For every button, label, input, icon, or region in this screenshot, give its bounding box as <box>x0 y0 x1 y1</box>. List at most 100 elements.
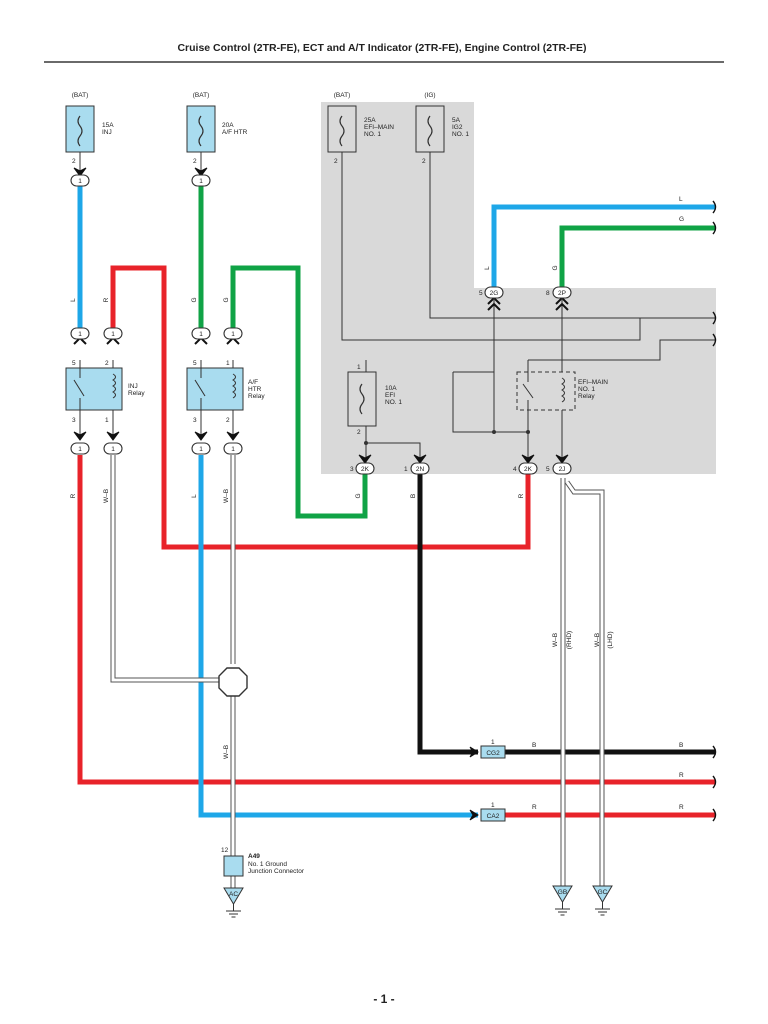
relay-inj-pin-1: 1 <box>105 417 109 424</box>
pin-2k-right: 4 <box>513 466 517 473</box>
page-number: - 1 - <box>373 992 394 1006</box>
ground-label-ac: AC <box>229 891 238 898</box>
conn-label-2j: 2J <box>559 466 566 473</box>
pin-2p: 8 <box>546 290 550 297</box>
junction-connector-line2: Junction Connector <box>248 868 305 875</box>
wire-g-2p <box>559 225 716 287</box>
wire-label-wb-1: W–B <box>103 489 110 503</box>
connector-arrows <box>73 167 569 821</box>
fuse-25a-rating: 25A <box>364 117 376 124</box>
wire-wb-group <box>110 455 605 890</box>
fuse-10a-rating: 10A <box>385 385 397 392</box>
fuse-10a-pin-top: 1 <box>357 364 361 371</box>
conn-label-2k-right: 2K <box>524 466 533 473</box>
pin-cg2: 1 <box>491 739 495 746</box>
relay-af-htr <box>186 360 244 440</box>
pin-2n: 1 <box>404 466 408 473</box>
conn-label-inj-bot-2: 1 <box>111 446 115 453</box>
junction-connector-id: A49 <box>248 853 260 860</box>
relay-afhtr-pin-3: 3 <box>193 417 197 424</box>
conn-label-inj-top-1: 1 <box>78 331 82 338</box>
connector-cg2 <box>480 745 506 759</box>
relay-efimain-line3: Relay <box>578 393 595 400</box>
wire-label-lhd: (LHD) <box>607 631 614 648</box>
wire-label-wb-2: W–B <box>223 489 230 503</box>
wire-label-r-ca2: R <box>532 804 537 811</box>
wire-label-l-1: L <box>70 298 77 302</box>
pin-2k-left: 3 <box>350 466 354 473</box>
relay-afhtr-pin-5: 5 <box>193 360 197 367</box>
junction-connector-line1: No. 1 Ground <box>248 861 287 868</box>
wire-label-g-2: G <box>223 297 230 302</box>
relay-efi-main <box>516 371 576 411</box>
fuse-10a-no: NO. 1 <box>385 399 402 406</box>
fuse-20a-pin: 2 <box>193 158 197 165</box>
wire-label-r-1: R <box>103 297 110 302</box>
relay-afhtr-pin-2: 2 <box>226 417 230 424</box>
pin-a49: 12 <box>221 847 229 854</box>
fuse-20a-name: A/F HTR <box>222 129 248 136</box>
fuse-10a-name: EFI <box>385 392 395 399</box>
ground-gc <box>592 885 613 916</box>
fuse-10a-pin-bottom: 2 <box>357 429 361 436</box>
wire-label-r-right-1: R <box>679 772 684 779</box>
ground-label-gc: GC <box>598 889 608 896</box>
wire-label-b-1: B <box>410 494 417 498</box>
fuse-20a-rating: 20A <box>222 122 234 129</box>
relay-afhtr-line1: A/F <box>248 379 258 386</box>
conn-label-ca2: CA2 <box>487 813 500 820</box>
connector-ca2 <box>480 808 506 822</box>
conn-label-2k-left: 2K <box>361 466 370 473</box>
fuse-25a-efi-main <box>327 105 357 164</box>
wire-r-inj-out <box>77 455 716 785</box>
wire-label-wb-5: W–B <box>594 633 601 647</box>
fuse-25a-name: EFI–MAIN <box>364 124 394 131</box>
wire-break-marks <box>712 200 717 822</box>
wire-label-g-top-right: G <box>679 216 684 223</box>
relay-afhtr-pin-1: 1 <box>226 360 230 367</box>
conn-label-afhtr-top-1: 1 <box>199 331 203 338</box>
fuse-15a-pin: 2 <box>72 158 76 165</box>
wire-label-l-2g: L <box>484 266 491 270</box>
diagram-title: Cruise Control (2TR-FE), ECT and A/T Ind… <box>177 42 586 54</box>
junction-connector-a49 <box>223 855 244 877</box>
conn-label-afhtr-top-2: 1 <box>231 331 235 338</box>
pin-2g: 5 <box>479 290 483 297</box>
ground-gb <box>552 885 573 916</box>
fuse-25a-no: NO. 1 <box>364 131 381 138</box>
fuse-10a-efi <box>347 371 377 427</box>
wire-b-2n <box>417 470 478 755</box>
relay-inj-line1: INJ <box>128 383 138 390</box>
relay-inj-line2: Relay <box>128 390 145 397</box>
power-source-bat-3: (BAT) <box>334 92 351 99</box>
wire-label-b-cg2: B <box>532 742 536 749</box>
relay-efimain-line2: NO. 1 <box>578 386 595 393</box>
conn-label-inj-top-2: 1 <box>111 331 115 338</box>
conn-label-cg2: CG2 <box>486 750 500 757</box>
fuse-15a-rating: 15A <box>102 122 114 129</box>
relay-inj-pin-2: 2 <box>105 360 109 367</box>
fuse-5a-name: IG2 <box>452 124 463 131</box>
wire-r-inj-relay-coil <box>110 265 531 550</box>
wire-label-rhd: (RHD) <box>566 631 573 649</box>
fuse-5a-ig2 <box>415 105 445 164</box>
wire-label-b-right: B <box>679 742 683 749</box>
ground-label-gb: GB <box>558 889 567 896</box>
wire-label-g-2p: G <box>552 265 559 270</box>
fuse-5a-rating: 5A <box>452 117 461 124</box>
fuse-25a-pin: 2 <box>334 158 338 165</box>
power-source-bat-2: (BAT) <box>193 92 210 99</box>
wire-l-2g <box>491 204 716 287</box>
relay-block-shading <box>321 102 716 474</box>
wire-label-wb-4: W–B <box>552 633 559 647</box>
wire-label-l-top-right: L <box>679 196 683 203</box>
relay-efimain-line1: EFI–MAIN <box>578 379 608 386</box>
pin-2j: 5 <box>546 466 550 473</box>
wire-label-wb-3: W–B <box>223 745 230 759</box>
connector-ovals <box>70 174 572 475</box>
wire-label-r-2: R <box>70 493 77 498</box>
wire-label-l-3: L <box>191 494 198 498</box>
fuse-15a-name: INJ <box>102 129 112 136</box>
wb-splice <box>218 667 248 697</box>
